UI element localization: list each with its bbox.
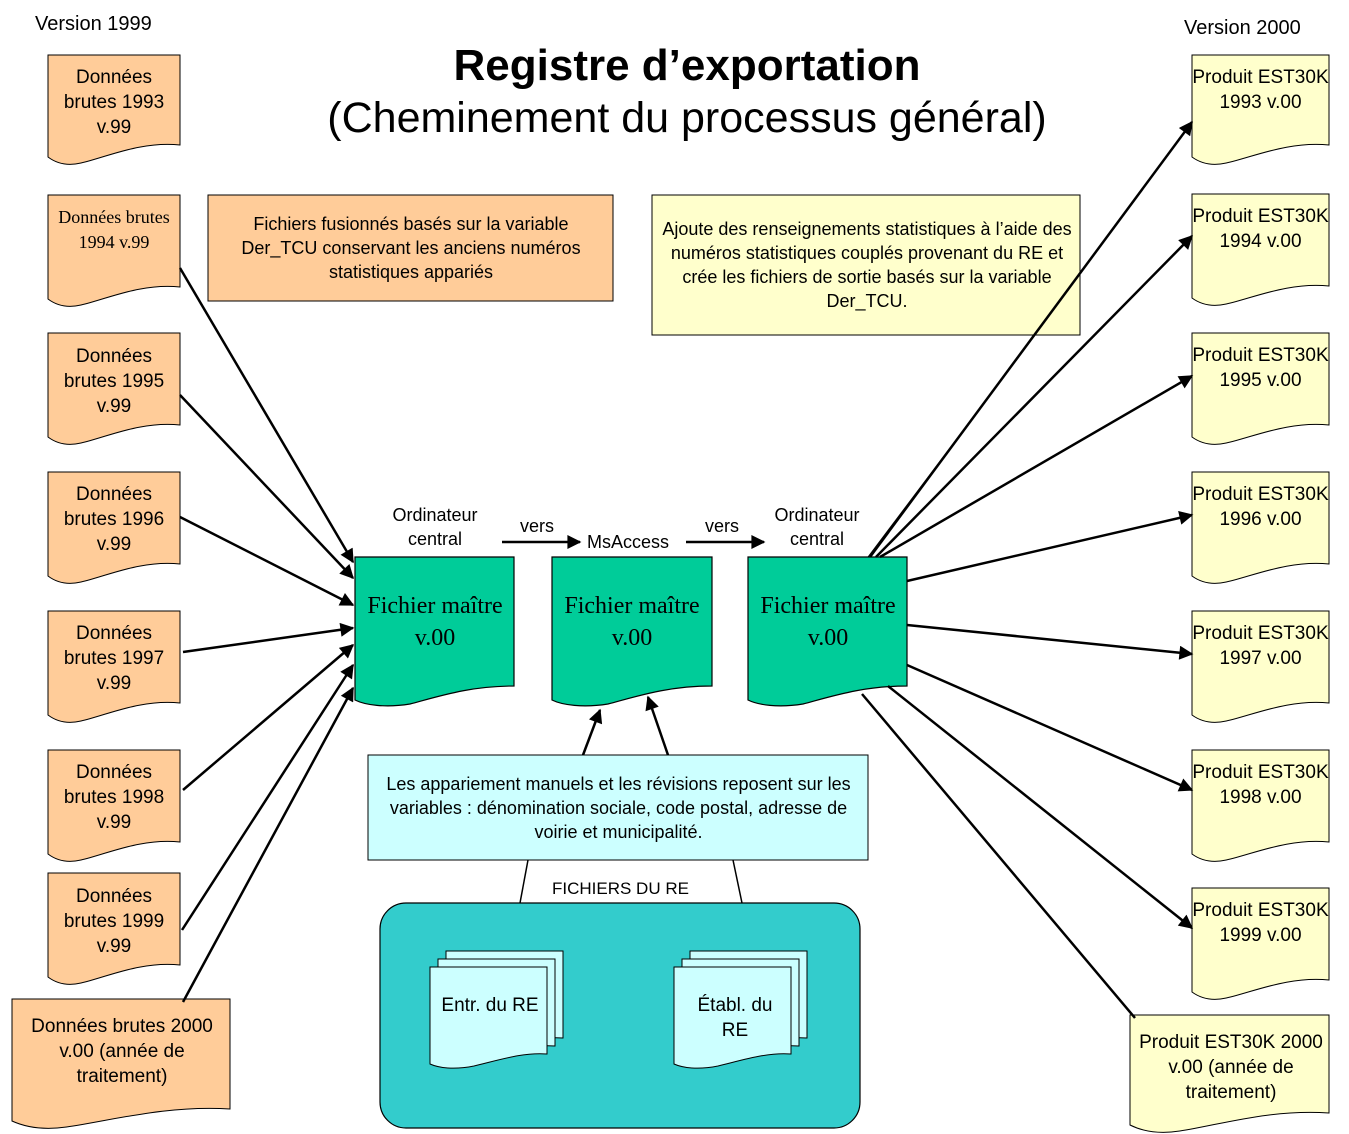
stats-note-text: Ajoute des renseignements statistiques à…	[662, 219, 1072, 311]
merge-note-box	[207, 194, 614, 302]
master-file-2-shape	[551, 556, 713, 707]
left-version-header: Version 1999	[35, 13, 152, 35]
output-doc-shape-4	[1191, 610, 1330, 723]
master-file-1-shape	[354, 556, 515, 707]
input-doc-1996: Données brutes 1996 v.99	[63, 484, 165, 555]
input-doc-1993: Données brutes 1993 v.99	[63, 67, 165, 138]
output-doc-1996: Produit EST30K 1996 v.00	[1192, 484, 1329, 530]
re-etabl-label: Établ. du RE	[697, 995, 773, 1041]
manual-note-box	[367, 754, 869, 861]
output-doc-shape-1	[1191, 193, 1330, 306]
input-doc-1994: Données brutes 1994 v.99	[58, 207, 170, 252]
output-doc-shape-7	[1129, 1014, 1330, 1133]
output-doc-1999: Produit EST30K 1999 v.00	[1192, 900, 1329, 946]
input-doc-shape-2	[47, 332, 181, 445]
master-file-3-label: Fichier maître v.00	[760, 593, 896, 651]
input-doc-shape-0	[47, 54, 181, 165]
input-doc-1997: Données brutes 1997 v.99	[63, 623, 165, 694]
input-doc-1998: Données brutes 1998 v.99	[63, 762, 165, 833]
stage-msaccess: MsAccess	[587, 532, 670, 552]
re-entr-stack	[429, 950, 564, 1069]
merge-note-text: Fichiers fusionnés basés sur la variable…	[241, 214, 581, 282]
input-doc-shape-1	[47, 194, 181, 307]
re-etabl-stack	[673, 950, 808, 1069]
input-doc-1999: Données brutes 1999 v.99	[63, 886, 165, 957]
master-file-2-label: Fichier maître v.00	[564, 593, 700, 651]
stage-mainframe-1: Ordinateur central	[392, 505, 478, 549]
stage-to-2: vers	[705, 516, 740, 536]
master-file-3-shape	[747, 556, 908, 707]
page-title: Registre d’exportation	[453, 41, 921, 90]
input-doc-shape-3	[47, 471, 181, 584]
output-doc-shape-5	[1191, 749, 1330, 862]
input-doc-2000: Données brutes 2000 v.00 (année de trait…	[31, 1016, 213, 1087]
output-doc-2000: Produit EST30K 2000 v.00 (année de trait…	[1139, 1032, 1323, 1103]
stage-to-1: vers	[520, 516, 555, 536]
output-doc-shape-0	[1191, 54, 1330, 165]
re-files-label: FICHIERS DU RE	[552, 879, 689, 898]
output-doc-1993: Produit EST30K 1993 v.00	[1192, 67, 1329, 113]
input-doc-1995: Données brutes 1995 v.99	[63, 346, 165, 417]
input-doc-shape-5	[47, 749, 181, 862]
right-version-header: Version 2000	[1184, 17, 1301, 39]
manual-note-text: Les appariement manuels et les révisions…	[386, 774, 851, 842]
output-doc-shape-2	[1191, 332, 1330, 445]
master-file-1-label: Fichier maître v.00	[367, 593, 503, 651]
output-doc-shape-3	[1191, 471, 1330, 584]
page-subtitle: (Cheminement du processus général)	[327, 94, 1047, 142]
stats-note-box	[651, 194, 1081, 336]
output-doc-1994: Produit EST30K 1994 v.00	[1192, 206, 1329, 252]
re-entr-label: Entr. du RE	[441, 995, 539, 1016]
output-doc-shape-6	[1191, 887, 1330, 1000]
stage-mainframe-2: Ordinateur central	[774, 505, 860, 549]
output-doc-1997: Produit EST30K 1997 v.00	[1192, 623, 1329, 669]
output-doc-1995: Produit EST30K 1995 v.00	[1192, 345, 1329, 391]
output-doc-1998: Produit EST30K 1998 v.00	[1192, 762, 1329, 808]
input-doc-shape-4	[47, 610, 181, 723]
input-doc-shape-6	[47, 872, 181, 985]
input-doc-shape-7	[11, 998, 231, 1129]
